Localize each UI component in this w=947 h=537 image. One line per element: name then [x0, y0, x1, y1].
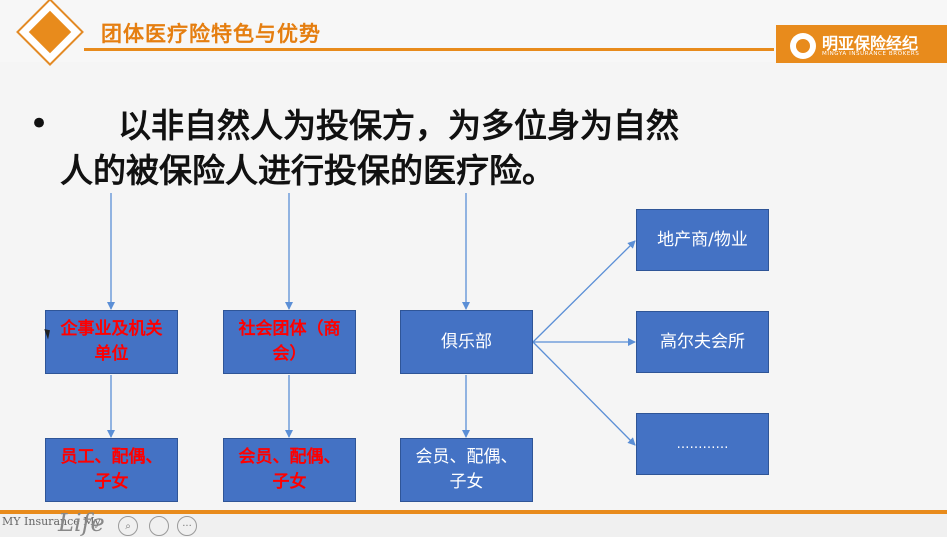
footer-band	[0, 510, 947, 537]
insured-box-employees: 员工、配偶、 子女	[45, 438, 178, 502]
policyholder-box-enterprise: 企事业及机关 单位	[45, 310, 178, 374]
box-label: 地产商/物业	[657, 229, 748, 250]
arrow-to-club-example-3	[532, 341, 636, 446]
insured-box-club-members: 会员、配偶、 子女	[400, 438, 533, 502]
bullet-point: •	[29, 104, 50, 144]
blank-control-icon[interactable]	[149, 516, 169, 536]
box-label: 子女	[272, 472, 307, 492]
headline: 以非自然人为投保方，为多位身为自然 人的被保险人进行投保的医疗险。	[60, 103, 820, 193]
box-label: 高尔夫会所	[660, 331, 745, 352]
box-label: 单位	[94, 344, 129, 364]
club-example-box-real-estate: 地产商/物业	[636, 209, 769, 271]
arrow-to-club-example-1	[532, 240, 636, 343]
more-options-icon[interactable]: ···	[177, 516, 197, 536]
box-label: 会员、配偶、	[415, 447, 518, 467]
policyholder-box-social-group: 社会团体（商 会）	[223, 310, 356, 374]
box-label: 会员、配偶、	[238, 447, 341, 467]
box-label: 社会团体（商	[238, 319, 341, 339]
footer-line	[0, 510, 947, 514]
club-example-box-golf: 高尔夫会所	[636, 311, 769, 373]
footer-brand-script: Life	[58, 509, 105, 537]
footer-brand-text: MY Insurance My	[2, 515, 101, 528]
logo-name-cn: 明亚保险经纪	[822, 34, 919, 53]
box-label: 子女	[94, 472, 129, 492]
box-label: 俱乐部	[441, 331, 492, 352]
slide-title: 团体医疗险特色与优势	[101, 22, 321, 46]
box-label: 企事业及机关	[60, 319, 163, 339]
logo-badge-icon	[790, 33, 816, 59]
club-example-box-more: …………	[636, 413, 769, 475]
title-underline	[84, 48, 774, 51]
insured-box-members: 会员、配偶、 子女	[223, 438, 356, 502]
logo-name-en: MINGYA INSURANCE BROKERS	[822, 51, 920, 57]
box-label: 员工、配偶、	[60, 447, 163, 467]
box-label: 子女	[449, 472, 484, 492]
brand-logo: 明亚保险经纪 MINGYA INSURANCE BROKERS	[776, 25, 947, 63]
headline-line-2: 人的被保险人进行投保的医疗险。	[60, 151, 555, 190]
box-label: …………	[676, 436, 729, 452]
zoom-icon[interactable]: ⌕	[118, 516, 138, 536]
box-label: 会）	[272, 344, 307, 364]
headline-line-1: 以非自然人为投保方，为多位身为自然	[118, 106, 679, 145]
policyholder-box-club: 俱乐部	[400, 310, 533, 374]
